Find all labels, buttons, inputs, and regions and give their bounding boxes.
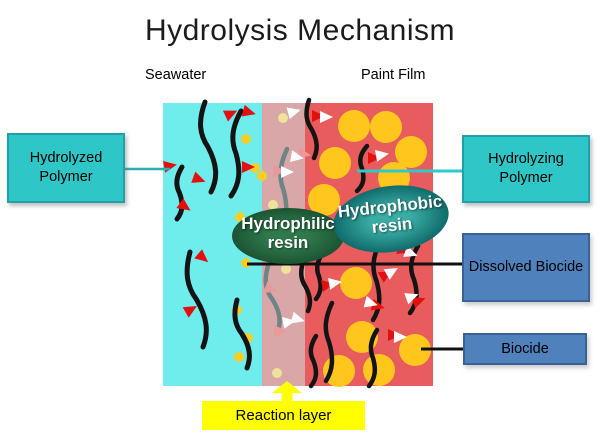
paint-polymer-squiggle: [313, 251, 325, 302]
dissolved-biocide-box: Dissolved Biocide: [462, 233, 590, 302]
white-triangle: [394, 331, 407, 343]
biocide-circle: [338, 110, 370, 142]
hydrolyzed-polymer-box-label: Hydrolyzed Polymer: [29, 150, 103, 185]
white-triangle: [286, 107, 301, 120]
biocide-circle: [399, 334, 431, 366]
white-triangle: [281, 166, 294, 178]
biocide-circle: [340, 267, 372, 299]
hydrolyzing-polymer-squiggle: [263, 263, 282, 336]
red-triangle: [241, 104, 256, 117]
paint-polymer-squiggle: [298, 259, 313, 314]
dissolved-biocide-dot: [257, 171, 267, 181]
biocide-circle: [395, 136, 427, 168]
hydrolyzing-polymer-box-label: Hydrolyzing Polymer: [488, 151, 564, 186]
white-triangle: [404, 293, 419, 305]
pink-triangle: [273, 165, 286, 177]
hydrolyzed-polymer-squiggle: [198, 99, 219, 195]
dissolved-biocide-dot: [241, 134, 251, 144]
dissolved-biocide-dot: [278, 113, 288, 123]
biocide-box: Biocide: [463, 333, 587, 365]
white-triangle: [290, 311, 305, 324]
hydrophilic-resin-ellipse: [232, 208, 344, 264]
hydrolyzed-polymer-squiggle: [228, 108, 244, 199]
red-triangle: [194, 249, 209, 263]
paint-film-label: Paint Film: [361, 67, 426, 83]
hydrolyzing-polymer-box: Hydrolyzing Polymer: [462, 135, 590, 203]
dissolved-biocide-dot: [272, 368, 282, 378]
biocide-circle: [370, 111, 402, 143]
red-triangle: [370, 298, 385, 311]
red-triangle: [312, 110, 325, 122]
red-triangle: [176, 198, 191, 211]
pink-triangle: [274, 325, 287, 337]
white-triangle: [328, 277, 342, 290]
reaction-layer-box-label: Reaction layer: [235, 406, 332, 424]
hydrophobic-resin-ellipse: [333, 185, 449, 253]
hydrolyzed-polymer-squiggle: [232, 297, 252, 371]
paint-polymer-squiggle: [370, 239, 383, 323]
white-triangle: [363, 295, 378, 308]
dissolved-biocide-dot: [268, 200, 278, 210]
reaction-layer-arrow: [272, 381, 302, 402]
dissolved-biocide-dot: [250, 163, 260, 173]
red-triangle: [242, 161, 255, 173]
white-triangle: [320, 111, 333, 123]
paint-polymer-squiggle: [354, 143, 370, 194]
seawater-label: Seawater: [145, 67, 207, 83]
biocide-circle: [319, 147, 351, 179]
red-triangle: [222, 110, 238, 122]
white-triangle: [290, 150, 304, 163]
red-triangle: [182, 306, 197, 318]
hydrolyzed-polymer-box: Hydrolyzed Polymer: [7, 133, 125, 203]
red-triangle: [191, 171, 206, 183]
white-triangle: [383, 268, 398, 280]
red-triangle: [411, 297, 426, 309]
biocide-circle: [308, 184, 340, 216]
dissolved-biocide-dot: [281, 264, 291, 274]
slide-title: Hydrolysis Mechanism: [144, 14, 456, 47]
hydrolyzed-polymer-squiggle: [184, 249, 209, 350]
reaction-layer-box: Reaction layer: [202, 401, 365, 430]
red-triangle: [368, 152, 381, 164]
paint-polymer-squiggle: [366, 327, 380, 389]
dissolved-biocide-dot: [234, 352, 244, 362]
biocide-circle: [363, 354, 395, 386]
white-triangle: [375, 149, 389, 162]
paint-polymer-squiggle: [304, 97, 319, 161]
pink-triangle: [263, 281, 278, 293]
biocide-box-label: Biocide: [501, 340, 549, 357]
paint-polymer-squiggle: [323, 300, 335, 384]
dissolved-biocide-dot: [235, 212, 245, 222]
hydrophilic-resin-label: Hydrophilic resin: [241, 214, 335, 253]
hydrolyzed-polymer-squiggle: [174, 164, 185, 222]
paint-polymer-squiggle: [308, 333, 319, 389]
dissolved-biocide-box-label: Dissolved Biocide: [468, 259, 584, 276]
